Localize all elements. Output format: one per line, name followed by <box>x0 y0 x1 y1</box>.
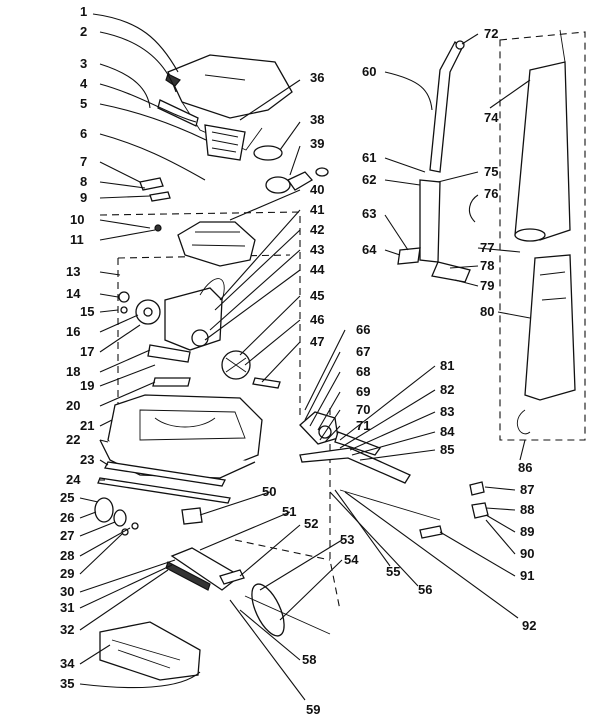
drive-belt <box>251 583 285 637</box>
part-label: 91 <box>520 568 534 583</box>
part-label: 43 <box>310 242 324 257</box>
light-bulb <box>265 176 291 194</box>
part-label: 11 <box>70 232 84 247</box>
part-label: 4 <box>80 76 88 91</box>
part-label: 6 <box>80 126 87 141</box>
part-label: 27 <box>60 528 74 543</box>
part-label: 5 <box>80 96 87 111</box>
part-label: 55 <box>386 564 400 579</box>
part-label: 71 <box>356 418 370 433</box>
part-label: 52 <box>304 516 318 531</box>
part-label: 26 <box>60 510 74 525</box>
part-label: 50 <box>262 484 276 499</box>
part-label: 20 <box>66 398 80 413</box>
part-label: 83 <box>440 404 454 419</box>
part-label: 79 <box>480 278 494 293</box>
part-label: 69 <box>356 384 370 399</box>
lever <box>299 447 411 484</box>
part-label: 64 <box>362 242 377 257</box>
part-label: 80 <box>480 304 494 319</box>
dust-bag <box>514 61 571 241</box>
part-label: 2 <box>80 24 87 39</box>
part-label: 32 <box>60 622 74 637</box>
belt-ring <box>253 145 283 161</box>
hood-cover <box>167 54 293 119</box>
part-label: 31 <box>60 600 74 615</box>
part-label: 41 <box>310 202 324 217</box>
part-label: 29 <box>60 566 74 581</box>
part-label: 8 <box>80 174 87 189</box>
part-label: 30 <box>60 584 74 599</box>
parts <box>94 29 576 681</box>
part-label: 61 <box>362 150 376 165</box>
part-label: 3 <box>80 56 87 71</box>
part-label: 18 <box>66 364 80 379</box>
part-label: 53 <box>340 532 354 547</box>
part-label: 45 <box>310 288 324 303</box>
part-label: 1 <box>80 4 87 19</box>
handle-tube <box>429 40 463 173</box>
part-label: 15 <box>80 304 94 319</box>
part-label: 54 <box>344 552 359 567</box>
part-label: 19 <box>80 378 94 393</box>
part-label: 68 <box>356 364 370 379</box>
part-label: 38 <box>310 112 324 127</box>
part-label: 70 <box>356 402 370 417</box>
part-label: 22 <box>66 432 80 447</box>
part-label: 28 <box>60 548 74 563</box>
part-label: 89 <box>520 524 534 539</box>
part-label: 21 <box>80 418 94 433</box>
part-label: 59 <box>306 702 320 717</box>
part-label: 74 <box>484 110 499 125</box>
part-label: 84 <box>440 424 455 439</box>
part-label: 24 <box>66 472 81 487</box>
part-label: 77 <box>480 240 494 255</box>
part-label: 10 <box>70 212 84 227</box>
part-label: 7 <box>80 154 87 169</box>
fan-housing <box>177 221 256 267</box>
part-label: 81 <box>440 358 454 373</box>
part-label: 58 <box>302 652 316 667</box>
part-label: 56 <box>418 582 432 597</box>
leader-lines <box>79 13 531 701</box>
part-label: 13 <box>66 264 80 279</box>
outer-bag <box>524 254 576 401</box>
part-label: 9 <box>80 190 87 205</box>
part-label: 75 <box>484 164 498 179</box>
part-label: 51 <box>282 504 296 519</box>
part-label: 17 <box>80 344 94 359</box>
part-label: 44 <box>310 262 325 277</box>
part-label: 92 <box>522 618 536 633</box>
part-label: 82 <box>440 382 454 397</box>
part-label: 35 <box>60 676 74 691</box>
part-label: 42 <box>310 222 324 237</box>
part-label: 14 <box>66 286 81 301</box>
part-label: 63 <box>362 206 376 221</box>
part-label: 90 <box>520 546 534 561</box>
wheel <box>94 497 114 523</box>
part-label: 76 <box>484 186 498 201</box>
part-label: 40 <box>310 182 324 197</box>
part-label: 72 <box>484 26 498 41</box>
part-label: 34 <box>60 656 75 671</box>
part-label: 39 <box>310 136 324 151</box>
part-label: 67 <box>356 344 370 359</box>
part-label: 47 <box>310 334 324 349</box>
part-label: 25 <box>60 490 74 505</box>
part-label: 60 <box>362 64 376 79</box>
part-label: 62 <box>362 172 376 187</box>
part-number-labels: 1 2 3 4 5 6 7 8 9 10 11 13 14 15 16 17 1… <box>60 4 536 717</box>
part-label: 46 <box>310 312 324 327</box>
part-label: 85 <box>440 442 454 457</box>
part-label: 66 <box>356 322 370 337</box>
part-label: 87 <box>520 482 534 497</box>
part-label: 88 <box>520 502 534 517</box>
part-label: 86 <box>518 460 532 475</box>
part-label: 36 <box>310 70 324 85</box>
part-label: 16 <box>66 324 80 339</box>
part-label: 23 <box>80 452 94 467</box>
part-label: 78 <box>480 258 494 273</box>
